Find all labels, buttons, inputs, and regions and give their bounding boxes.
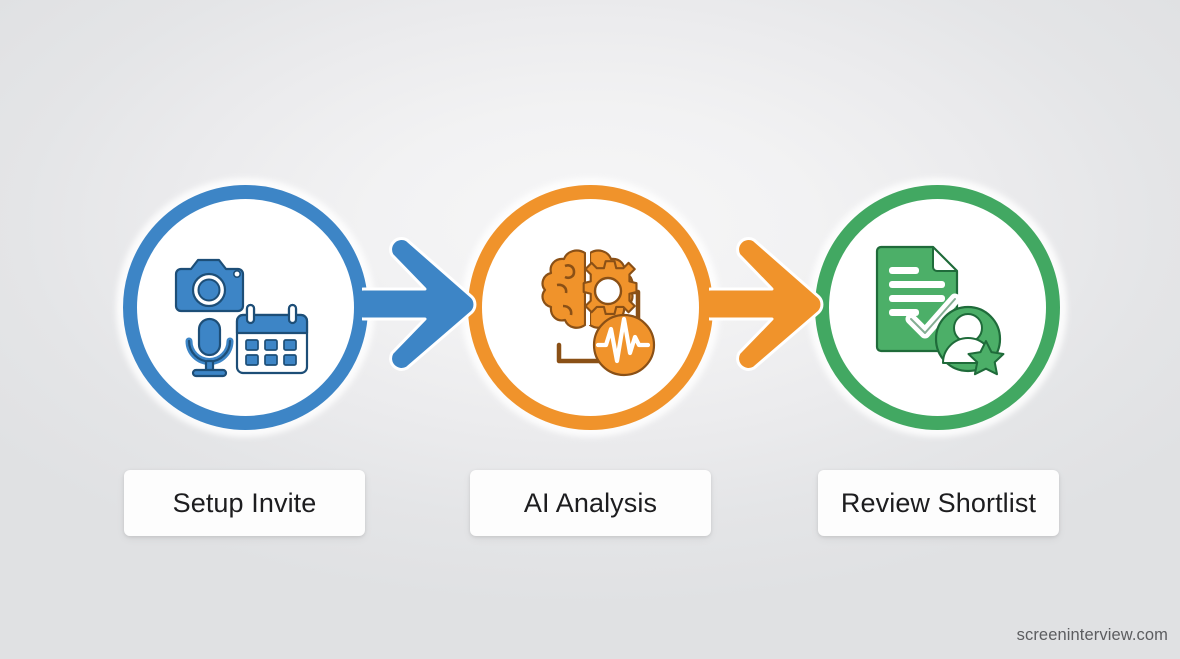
camera-icon: [174, 258, 244, 312]
microphone-icon: [185, 317, 233, 377]
watermark-text: screeninterview.com: [1016, 626, 1168, 644]
step-1-label-text: Setup Invite: [172, 487, 317, 518]
step-3-label-card[interactable]: Review Shortlist: [818, 470, 1059, 536]
step-1-circle[interactable]: [116, 178, 375, 437]
step-2-label-card[interactable]: AI Analysis: [470, 470, 711, 536]
step-3-circle[interactable]: [808, 178, 1067, 437]
arrow-right-icon: [362, 237, 477, 371]
step-2-label-text: AI Analysis: [523, 487, 658, 518]
step-2-icon-group: [540, 248, 655, 376]
gear-icon: [582, 259, 638, 315]
step-2-circle[interactable]: [461, 178, 720, 437]
step-3-icon-group: [875, 245, 1004, 375]
connector-arrow-2: [709, 237, 824, 371]
step-1-label-card[interactable]: Setup Invite: [124, 470, 365, 536]
arrow-right-icon: [709, 237, 824, 371]
pulse-waveform-icon: [592, 313, 655, 376]
person-star-icon: [934, 305, 1004, 375]
document-check-icon: [875, 245, 960, 352]
connector-arrow-1: [362, 237, 477, 371]
calendar-icon: [235, 303, 308, 374]
step-3-label-text: Review Shortlist: [840, 487, 1037, 518]
step-1-icon-group: [174, 258, 308, 377]
